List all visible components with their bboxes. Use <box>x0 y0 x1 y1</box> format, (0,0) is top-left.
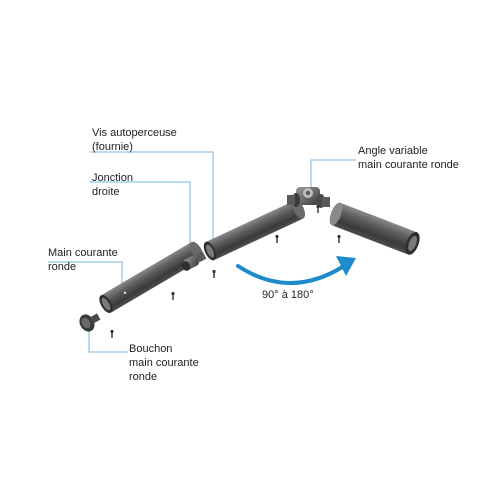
label-vis-autoperceuse: Vis autoperceuse (fournie) <box>92 127 177 153</box>
rotation-arrow <box>236 256 356 285</box>
label-jonction-droite: Jonction droite <box>92 172 133 198</box>
label-main-courante: Main courante ronde <box>48 247 118 273</box>
variable-angle-joint <box>287 187 330 208</box>
screw-icon <box>212 270 216 278</box>
handrail-tube-right <box>329 202 420 255</box>
screw-icon <box>275 235 279 243</box>
leader-angle <box>310 159 356 192</box>
handrail-tube-middle <box>203 200 306 261</box>
leader-jonction <box>90 181 191 256</box>
rotation-angle-label: 90° à 180° <box>262 289 314 301</box>
leader-bouchon <box>88 322 128 353</box>
leader-lines <box>48 151 356 353</box>
straight-joint <box>181 251 207 271</box>
screw-icon <box>110 330 114 338</box>
leader-vis <box>90 151 214 258</box>
screw-icon <box>337 235 341 243</box>
label-angle-variable: Angle variable main courante ronde <box>358 145 459 171</box>
screws <box>110 205 341 338</box>
screw-icon <box>171 292 175 300</box>
screw-icon <box>316 205 320 213</box>
end-cap <box>79 313 101 332</box>
label-bouchon: Bouchon main courante ronde <box>129 343 199 383</box>
